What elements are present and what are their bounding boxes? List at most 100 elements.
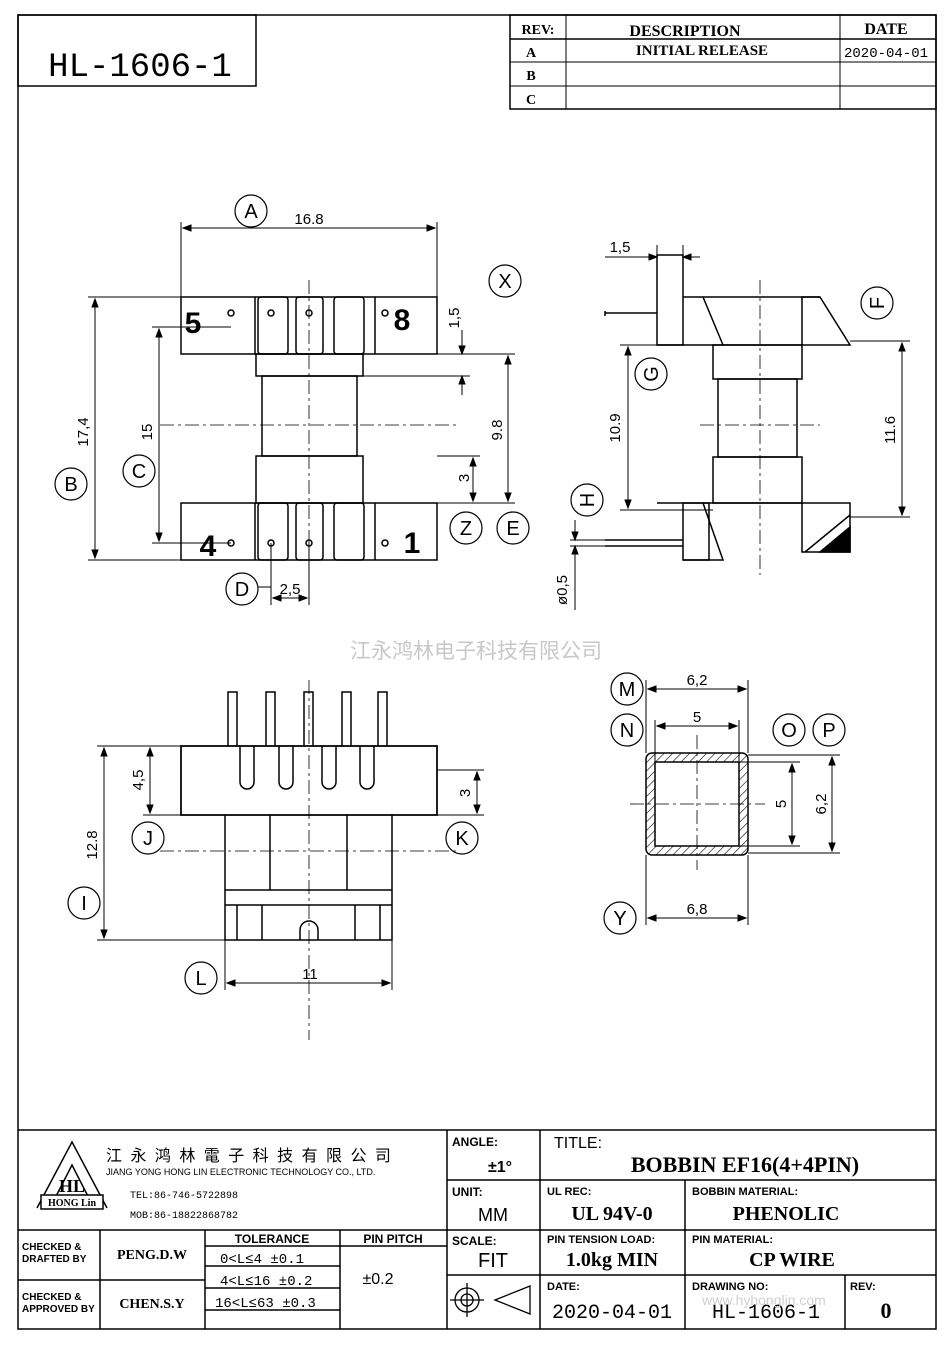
svg-text:APPROVED BY: APPROVED BY <box>22 1304 95 1315</box>
date-value: 2020-04-01 <box>552 1302 672 1325</box>
pin-material-value: CP WIRE <box>749 1249 835 1271</box>
svg-text:K: K <box>455 828 469 850</box>
svg-text:DRAFTED BY: DRAFTED BY <box>22 1254 87 1265</box>
callout-j: J <box>131 821 165 855</box>
dim-x-value: 1,5 <box>446 308 463 329</box>
pin-material-label: PIN MATERIAL: <box>692 1234 773 1246</box>
callouts: A X B C Z E D F G H J K I L M N O P Y <box>54 194 894 995</box>
projection-symbol-icon <box>450 1283 531 1317</box>
dim-i-value: 12.8 <box>84 830 101 859</box>
svg-text:I: I <box>81 893 87 915</box>
scale-value: FIT <box>478 1250 508 1272</box>
dim-f-top-value: 1,5 <box>610 239 631 256</box>
rev-a-description: INITIAL RELEASE <box>636 43 768 59</box>
checked-drafted-label: CHECKED & <box>22 1242 81 1253</box>
svg-text:P: P <box>822 720 835 742</box>
url-watermark: www.hyhonglin.com <box>701 1292 826 1308</box>
top-view-text: 16.8 17,4 15 1,5 9.8 3 2,5 5 8 4 1 <box>75 211 506 598</box>
top-view-dimensions <box>88 222 515 605</box>
callout-a: A <box>234 194 268 228</box>
pin-5-label: 5 <box>185 307 202 340</box>
svg-text:H: H <box>577 493 599 507</box>
dim-n-value: 5 <box>693 709 701 726</box>
company-name-en: JIANG YONG HONG LIN ELECTRONIC TECHNOLOG… <box>106 1167 375 1177</box>
rev-a-date: 2020-04-01 <box>844 46 928 62</box>
bobbin-material-label: BOBBIN MATERIAL: <box>692 1186 798 1198</box>
dim-g-value: 10.9 <box>607 413 624 442</box>
ul-rec-label: UL REC: <box>547 1186 591 1198</box>
pin-4-label: 4 <box>200 530 217 563</box>
svg-text:Y: Y <box>613 908 626 930</box>
pin-tension-label: PIN TENSION LOAD: <box>547 1234 655 1246</box>
drawing-no-label: DRAWING NO: <box>692 1281 768 1293</box>
callout-i: I <box>67 886 101 920</box>
title-value: BOBBIN EF16(4+4PIN) <box>631 1152 859 1177</box>
date-label: DATE: <box>547 1281 580 1293</box>
checked-approved-label: CHECKED & <box>22 1292 81 1303</box>
tolerance-row-1: 0<L≤4 ±0.1 <box>220 1252 304 1268</box>
svg-text:F: F <box>867 297 889 309</box>
rev-c: C <box>526 93 536 108</box>
dim-q-value: 6,8 <box>687 901 708 918</box>
description-header: DESCRIPTION <box>629 23 741 40</box>
svg-text:X: X <box>498 271 511 293</box>
rev-b: B <box>526 69 535 84</box>
pin-pitch-value: ±0.2 <box>362 1271 393 1288</box>
drawing-no-value: HL-1606-1 <box>712 1302 820 1325</box>
svg-text:M: M <box>619 679 636 701</box>
title-block <box>18 1129 936 1329</box>
tolerance-row-3: 16<L≤63 ±0.3 <box>215 1296 316 1312</box>
rev-header: REV: <box>522 23 555 38</box>
unit-label: UNIT: <box>452 1185 483 1199</box>
callout-g: G <box>634 357 668 391</box>
callout-b: B <box>54 467 88 501</box>
side-view-text: 1,5 10.9 11.6 ø0,5 <box>554 239 899 605</box>
side-view <box>604 254 852 575</box>
callout-d: D <box>225 572 259 606</box>
dim-h-value: ø0,5 <box>554 575 571 605</box>
date-header: DATE <box>864 21 907 38</box>
pin-tension-value: 1.0kg MIN <box>566 1249 659 1271</box>
dim-k-value: 3 <box>457 789 474 797</box>
dim-y-value: 9.8 <box>489 420 506 441</box>
svg-text:E: E <box>506 518 519 540</box>
dim-c-value: 15 <box>139 424 156 441</box>
callout-e: E <box>496 511 530 545</box>
callout-c: C <box>122 454 156 488</box>
tolerance-label: TOLERANCE <box>235 1232 309 1246</box>
callout-m: M <box>610 672 644 706</box>
logo-text: HL <box>59 1176 85 1196</box>
dim-f-value: 11.6 <box>882 416 899 444</box>
svg-text:B: B <box>64 474 77 496</box>
svg-text:C: C <box>132 461 146 483</box>
bobbin-material-value: PHENOLIC <box>733 1203 840 1225</box>
dim-b-value: 17,4 <box>75 417 92 446</box>
dim-p-value: 6,2 <box>813 794 830 815</box>
checked-approved-value: CHEN.S.Y <box>119 1297 184 1312</box>
logo-sub: HONG Lin <box>48 1198 97 1209</box>
pin-8-label: 8 <box>394 304 411 337</box>
rev-label: REV: <box>850 1281 876 1293</box>
section-view-text: 6,2 5 5 6,2 6,8 <box>687 672 830 918</box>
dim-d-value: 2,5 <box>280 581 301 598</box>
dim-m-value: 6,2 <box>687 672 708 689</box>
svg-text:L: L <box>195 968 206 990</box>
company-name-cn: 江 永 鸿 林 電 子 科 技 有 限 公 司 <box>106 1147 393 1165</box>
rev-value: 0 <box>881 1298 892 1323</box>
callout-z: Z <box>449 511 483 545</box>
svg-text:O: O <box>781 720 797 742</box>
svg-text:J: J <box>143 828 153 850</box>
callout-o: O <box>772 713 806 747</box>
tolerance-row-2: 4<L≤16 ±0.2 <box>220 1274 312 1290</box>
svg-text:D: D <box>235 579 249 601</box>
callout-y: Y <box>603 901 637 935</box>
pin-pitch-label: PIN PITCH <box>363 1232 422 1246</box>
revision-table: REV: DESCRIPTION DATE A INITIAL RELEASE … <box>509 14 937 110</box>
company-tel: TEL:86-746-5722898 <box>130 1191 238 1202</box>
dim-l-value: 11 <box>302 966 318 983</box>
angle-value: ±1° <box>488 1159 512 1176</box>
callout-h: H <box>570 483 604 517</box>
callout-k: K <box>445 821 479 855</box>
callout-x: X <box>488 264 522 298</box>
